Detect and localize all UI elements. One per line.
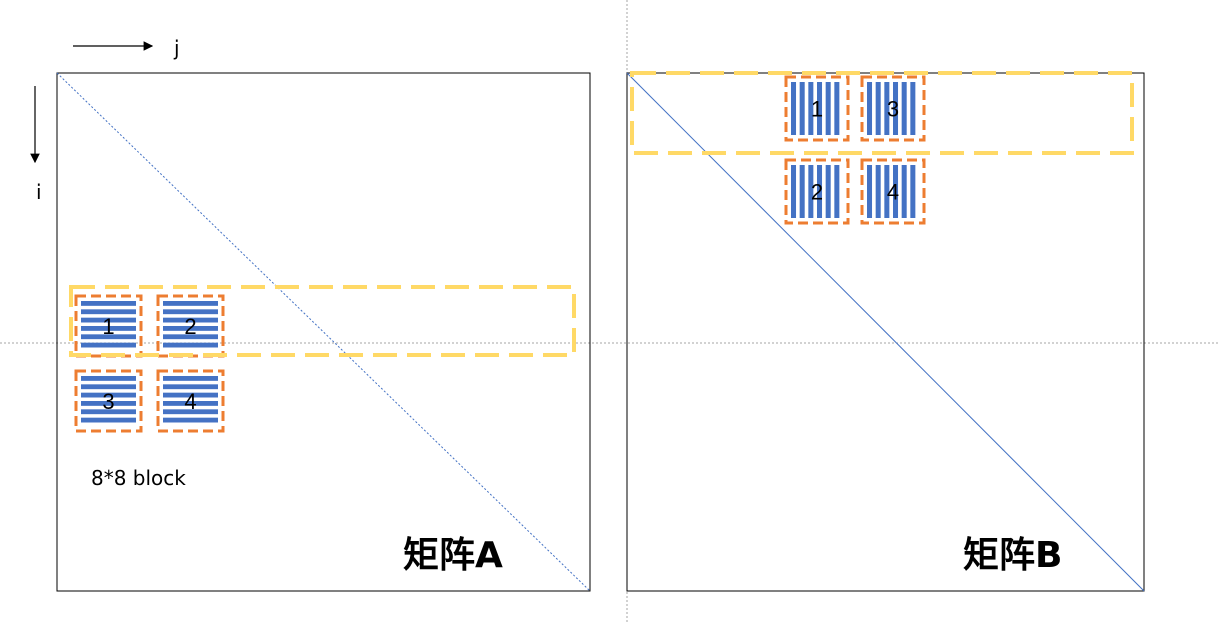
block-column-bar: [884, 82, 890, 135]
block-row-bar: [81, 376, 136, 381]
block-row-bar: [163, 392, 218, 398]
block-row-bar: [163, 401, 218, 406]
block-column-bar: [875, 82, 881, 135]
block-number-label: 4: [887, 180, 899, 205]
matrix-a-frame: [56, 72, 591, 592]
block-column-bar: [791, 165, 797, 218]
j-axis-label: j: [173, 36, 180, 60]
block-number-label: 3: [887, 97, 899, 122]
block-border: [784, 75, 850, 142]
block-row-bar: [163, 334, 218, 340]
block-column-bar: [901, 165, 907, 218]
block-number-label: 1: [811, 97, 823, 122]
block-row-bar: [81, 301, 136, 306]
matrix-b-title: 矩阵B: [963, 535, 1062, 576]
block-column-bar: [893, 82, 899, 135]
block-column-bar: [791, 82, 797, 135]
matrix-b-block-4: 4: [860, 158, 926, 225]
block-border: [860, 158, 926, 225]
block-column-bar: [808, 82, 814, 135]
block-row-bar: [81, 384, 136, 390]
block-border: [156, 369, 225, 433]
block-column-bar: [867, 165, 873, 218]
block-column-bar: [825, 82, 831, 135]
matrix-a-block-4: 4: [156, 369, 225, 433]
block-row-bar: [163, 342, 218, 348]
matrix-b-block-3: 3: [860, 75, 926, 142]
block-column-bar: [910, 82, 916, 135]
block-column-bar: [834, 82, 840, 135]
matrix-b-row-group-highlight: [630, 71, 1134, 155]
block-row-bar: [163, 326, 218, 331]
block-column-bar: [799, 82, 805, 135]
i-axis-label: i: [36, 180, 42, 204]
block-column-bar: [817, 165, 823, 218]
matrix-a-row-group-highlight: [69, 285, 576, 357]
block-row-bar: [81, 334, 136, 340]
block-column-bar: [893, 165, 899, 218]
matrix-a-title: 矩阵A: [403, 535, 503, 576]
block-row-bar: [81, 317, 136, 323]
block-column-bar: [884, 165, 890, 218]
block-border: [784, 158, 850, 225]
block-number-label: 2: [184, 314, 196, 339]
block-number-label: 1: [102, 314, 114, 339]
block-row-bar: [163, 376, 218, 381]
block-column-bar: [825, 165, 831, 218]
matrix-a-block-3: 3: [74, 369, 143, 433]
block-row-bar: [81, 392, 136, 398]
block-row-bar: [163, 409, 218, 415]
block-row-bar: [163, 301, 218, 306]
matrix-b-block-2: 2: [784, 158, 850, 225]
block-row-bar: [81, 417, 136, 423]
block-size-note: 8*8 block: [91, 466, 186, 490]
matrix-a-block-2: 2: [156, 294, 225, 358]
block-column-bar: [901, 82, 907, 135]
block-row-bar: [81, 326, 136, 331]
block-row-bar: [81, 309, 136, 315]
block-column-bar: [875, 165, 881, 218]
block-number-label: 3: [102, 389, 114, 414]
matrix-b: 1 3 2 4 矩阵B: [626, 71, 1145, 592]
block-column-bar: [799, 165, 805, 218]
block-column-bar: [808, 165, 814, 218]
matrix-b-diagonal: [626, 72, 1145, 592]
matrix-b-block-1: 1: [784, 75, 850, 142]
block-column-bar: [910, 165, 916, 218]
block-number-label: 2: [811, 180, 823, 205]
block-column-bar: [817, 82, 823, 135]
block-column-bar: [867, 82, 873, 135]
block-row-bar: [163, 384, 218, 390]
matrix-a-diagonal: [56, 72, 591, 592]
block-number-label: 4: [184, 389, 196, 414]
matrix-a-block-1: 1: [74, 294, 143, 358]
matrix-a: 1 2 3 4 8*8 block 矩阵A: [56, 72, 591, 592]
block-row-bar: [163, 309, 218, 315]
block-border: [74, 369, 143, 433]
block-row-bar: [81, 342, 136, 348]
block-row-bar: [81, 409, 136, 415]
block-column-bar: [834, 165, 840, 218]
block-border: [860, 75, 926, 142]
block-row-bar: [81, 401, 136, 406]
block-row-bar: [163, 317, 218, 323]
block-row-bar: [163, 417, 218, 423]
